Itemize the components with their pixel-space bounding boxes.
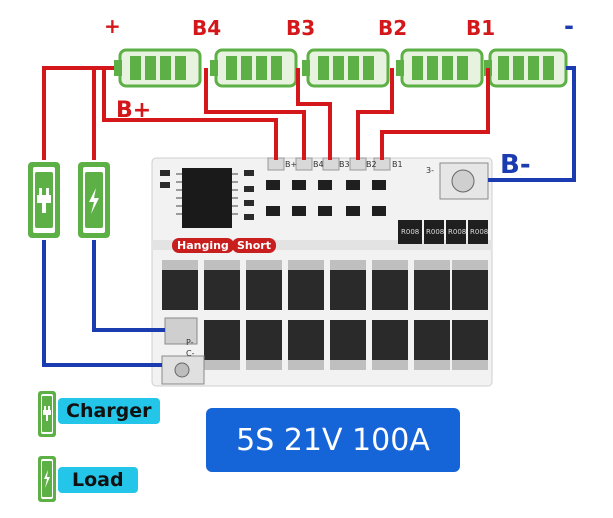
battery-cell-3	[302, 48, 390, 88]
battery-cell-1	[484, 48, 568, 88]
pin-label-c-minus: C-	[186, 349, 195, 358]
spec-banner: 5S 21V 100A	[206, 408, 460, 472]
label-positive: +	[104, 14, 121, 38]
legend-charger-icon	[38, 391, 56, 437]
battery-cell-5	[114, 48, 202, 88]
resistor-label: R008	[401, 228, 420, 236]
pin-label-b-plus: B+	[285, 160, 298, 169]
pin-label-p-minus: P-	[186, 338, 194, 347]
controller-chip	[182, 168, 232, 228]
mosfet-row-bottom	[204, 320, 488, 370]
pin-label-b3: B3	[339, 160, 350, 169]
pin-label-b2: B2	[366, 160, 377, 169]
negative-wires	[42, 66, 576, 367]
battery-pack	[114, 48, 568, 88]
battery-cell-2	[396, 48, 484, 88]
battery-cell-4	[210, 48, 298, 88]
label-b4: B4	[192, 16, 222, 40]
label-b2: B2	[378, 16, 408, 40]
pin-label-b4: B4	[313, 160, 324, 169]
charger-port-icon	[28, 162, 60, 238]
legend-load-icon	[38, 456, 56, 502]
shunt-resistors	[398, 220, 488, 244]
label-b-minus: B-	[500, 150, 531, 180]
label-b-plus: B+	[116, 98, 152, 123]
pin-label-b-minus: 3-	[426, 166, 434, 175]
legend-charger: Charger	[58, 398, 160, 424]
resistor-label: R008	[470, 228, 489, 236]
label-negative: -	[564, 12, 574, 40]
label-b3: B3	[286, 16, 316, 40]
label-b1: B1	[466, 16, 496, 40]
bms-board	[151, 157, 493, 387]
pin-label-b1: B1	[392, 160, 403, 169]
load-port-icon	[78, 162, 110, 238]
resistor-label: R008	[426, 228, 445, 236]
mosfet-row-top	[162, 260, 488, 310]
p-minus-pad	[164, 317, 198, 345]
tag-short: Short	[232, 238, 276, 253]
tag-hanging: Hanging	[172, 238, 234, 253]
resistor-label: R008	[448, 228, 467, 236]
legend-load: Load	[58, 467, 138, 493]
positive-wires	[42, 66, 490, 160]
